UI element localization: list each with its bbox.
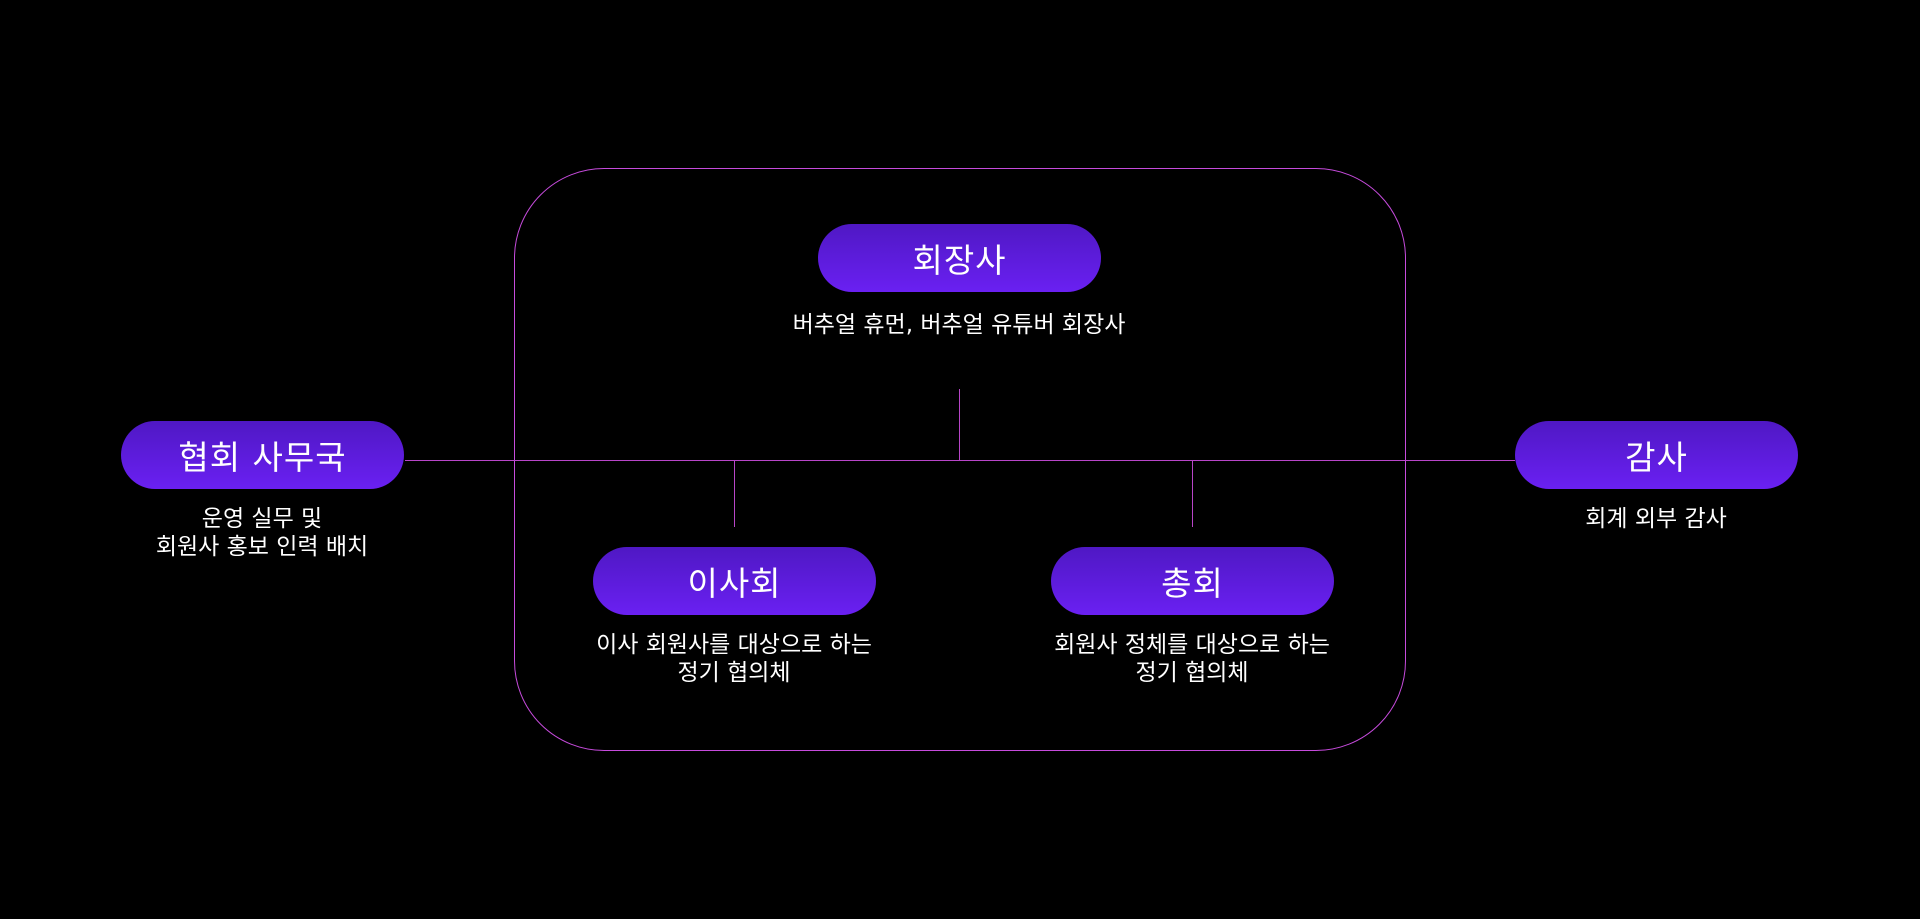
- board-desc-line-1: 이사 회원사를 대상으로 하는: [596, 632, 872, 658]
- audit-node: 감사: [1515, 421, 1798, 489]
- board-node: 이사회: [593, 547, 876, 615]
- main-horizontal-connector: [405, 460, 1515, 461]
- secretariat-description: 운영 실무 및 회원사 홍보 인력 배치: [82, 505, 442, 561]
- general-assembly-description: 회원사 정체를 대상으로 하는 정기 협의체: [1012, 631, 1372, 687]
- board-connector: [734, 460, 735, 527]
- general-assembly-desc-line-1: 회원사 정체를 대상으로 하는: [1054, 632, 1330, 658]
- president-node: 회장사: [818, 224, 1101, 292]
- general-assembly-desc-line-2: 정기 협의체: [1135, 660, 1249, 686]
- audit-description: 회계 외부 감사: [1476, 505, 1836, 533]
- president-connector: [959, 389, 960, 460]
- general-assembly-node: 총회: [1051, 547, 1334, 615]
- audit-desc-line-1: 회계 외부 감사: [1585, 506, 1727, 532]
- president-desc-line-1: 버추얼 휴먼, 버추얼 유튜버 회장사: [792, 312, 1126, 338]
- audit-title: 감사: [1625, 438, 1688, 477]
- general-assembly-connector: [1192, 460, 1193, 527]
- board-desc-line-2: 정기 협의체: [677, 660, 791, 686]
- president-title: 회장사: [912, 241, 1007, 280]
- core-bodies-frame: [514, 168, 1406, 751]
- secretariat-title: 협회 사무국: [178, 438, 347, 477]
- secretariat-desc-line-2: 회원사 홍보 인력 배치: [155, 534, 369, 560]
- board-title: 이사회: [687, 564, 782, 603]
- president-description: 버추얼 휴먼, 버추얼 유튜버 회장사: [779, 311, 1139, 339]
- secretariat-desc-line-1: 운영 실무 및: [201, 506, 323, 532]
- board-description: 이사 회원사를 대상으로 하는 정기 협의체: [554, 631, 914, 687]
- secretariat-node: 협회 사무국: [121, 421, 404, 489]
- general-assembly-title: 총회: [1161, 564, 1224, 603]
